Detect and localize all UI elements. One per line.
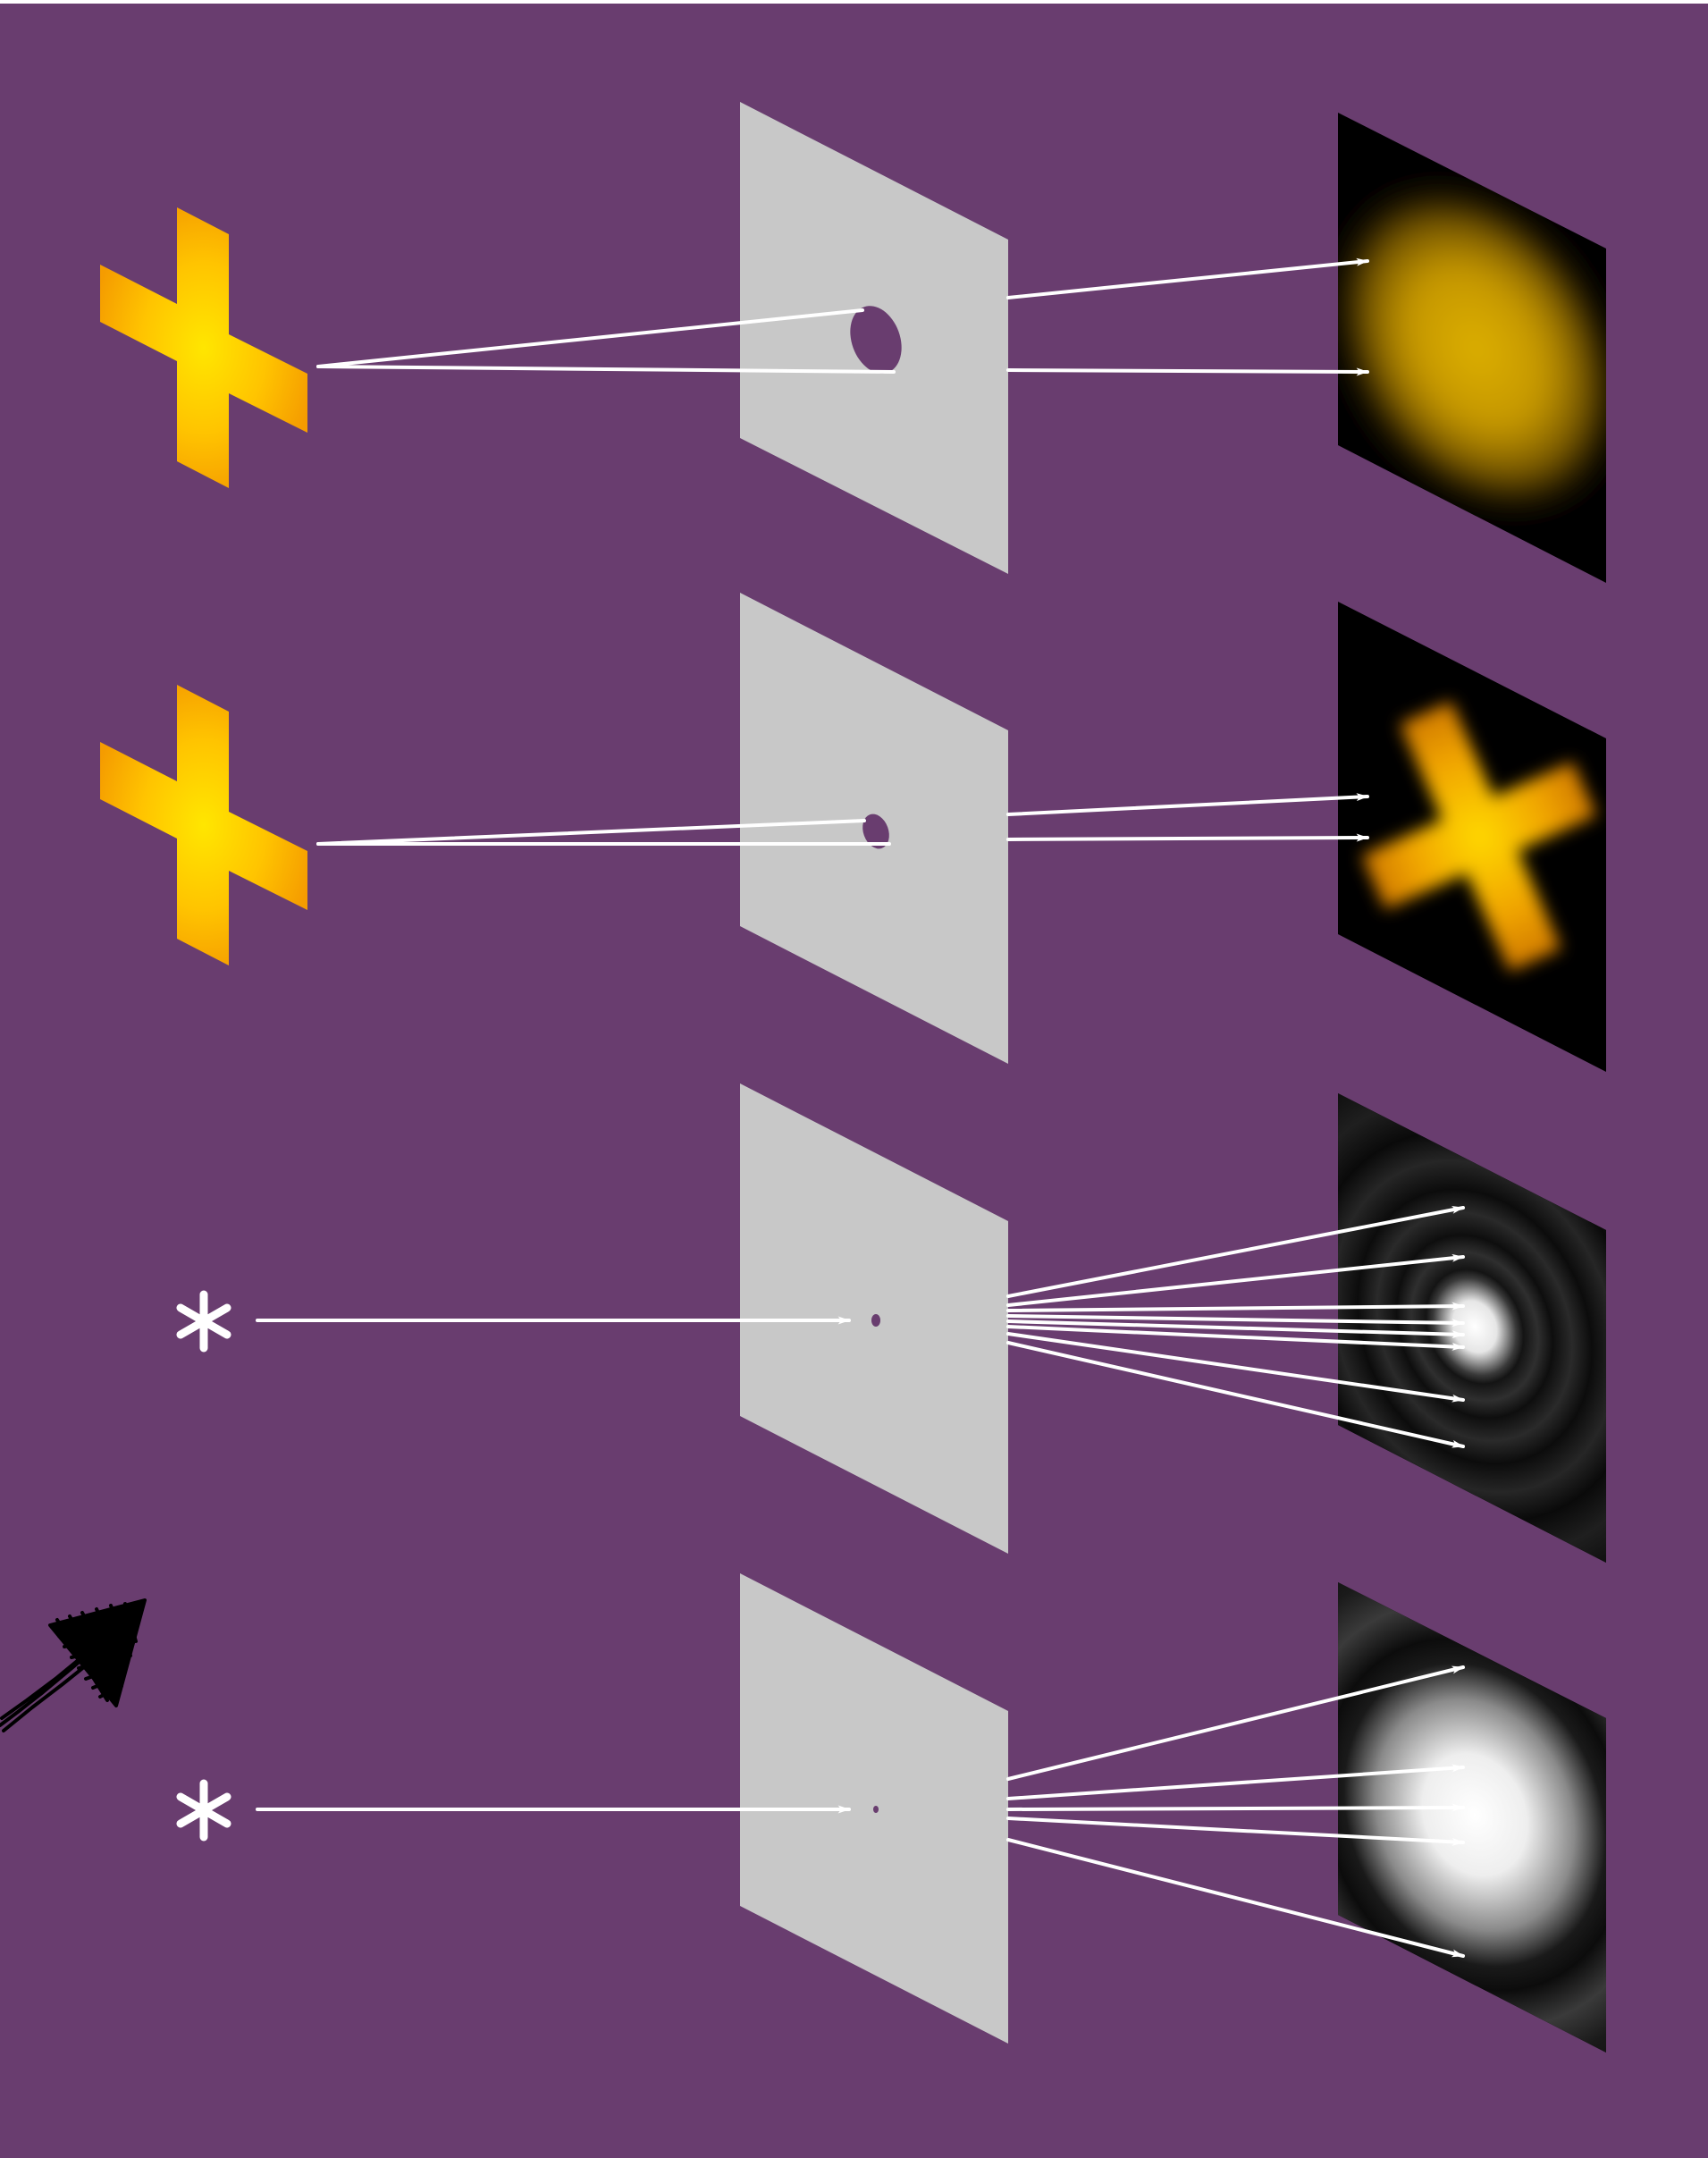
ray [1008, 838, 1367, 839]
ray [1008, 370, 1367, 372]
ray [1008, 1808, 1463, 1809]
aperture-hole-small [871, 1314, 880, 1327]
aperture-hole-tiny [873, 1806, 879, 1813]
